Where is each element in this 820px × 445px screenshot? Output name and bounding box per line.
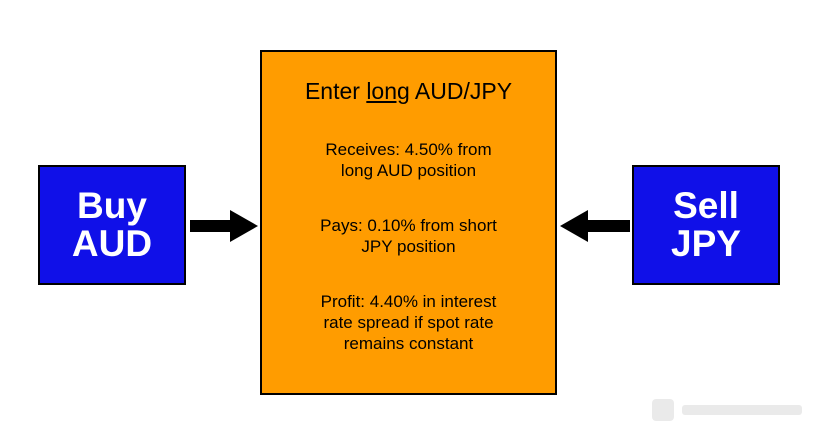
pays-line2: JPY position [361,237,456,256]
profit-line2: rate spread if spot rate [323,313,494,332]
title-prefix: Enter [304,78,367,104]
buy-aud-line2: AUD [71,223,153,264]
center-title: Enter long AUD/JPY [262,78,555,104]
profit-text: Profit: 4.40% in interest rate spread if… [282,291,535,354]
receives-line2: long AUD position [340,161,477,180]
buy-aud-line1: Buy [77,185,147,226]
receives-line1: Receives: 4.50% from [325,140,492,159]
sell-jpy-line1: Sell [673,185,739,226]
arrow-right-icon [190,210,258,242]
profit-line3: remains constant [343,334,474,353]
title-emphasis: long [366,78,410,104]
buy-aud-box: Buy AUD [38,165,186,285]
sell-jpy-line2: JPY [671,223,741,264]
arrow-left-icon [560,210,630,242]
title-suffix: AUD/JPY [409,78,513,104]
pays-line1: Pays: 0.10% from short [320,216,497,235]
watermark-logo-icon [652,399,802,421]
profit-line1: Profit: 4.40% in interest [320,292,497,311]
receives-text: Receives: 4.50% from long AUD position [282,139,535,181]
pays-text: Pays: 0.10% from short JPY position [282,215,535,257]
enter-long-aud-jpy-box: Enter long AUD/JPY Receives: 4.50% from … [260,50,557,395]
sell-jpy-box: Sell JPY [632,165,780,285]
